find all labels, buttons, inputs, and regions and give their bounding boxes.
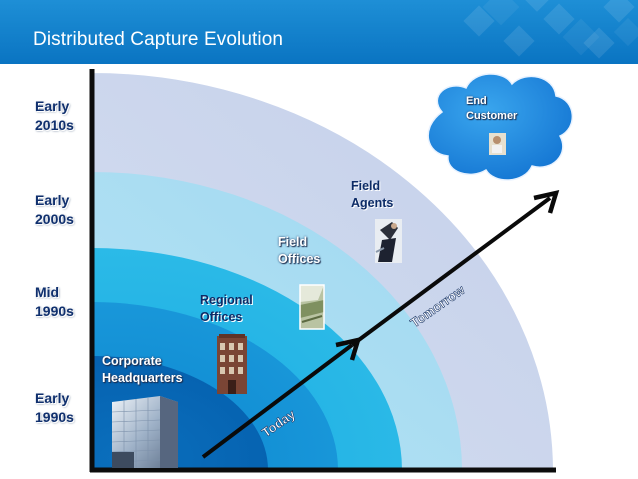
field-offices-label: Field Offices — [278, 235, 321, 266]
tomorrow-arrow — [350, 189, 560, 347]
corporate-headquarters-label: Corporate Headquarters — [102, 354, 183, 385]
end-customer-cloud — [427, 73, 574, 181]
corporate-headquarters-image — [111, 396, 178, 468]
header-pattern — [463, 0, 638, 59]
header-bar: Distributed Capture Evolution — [0, 0, 638, 64]
field-offices-image — [299, 284, 325, 330]
regional-offices-image — [217, 334, 247, 394]
regional-offices-label: Regional Offices — [200, 293, 253, 324]
era-label-early-2010s: Early 2010s — [35, 98, 74, 133]
era-label-early-1990s: Early 1990s — [35, 390, 74, 425]
era-label-mid-1990s: Mid 1990s — [35, 284, 74, 319]
field-agents-image — [375, 219, 402, 263]
slide-title: Distributed Capture Evolution — [33, 29, 284, 50]
field-agents-label: Field Agents — [351, 179, 394, 210]
end-customer-image — [489, 133, 506, 155]
end-customer-label: End Customer — [466, 95, 518, 122]
era-label-early-2000s: Early 2000s — [35, 192, 74, 227]
